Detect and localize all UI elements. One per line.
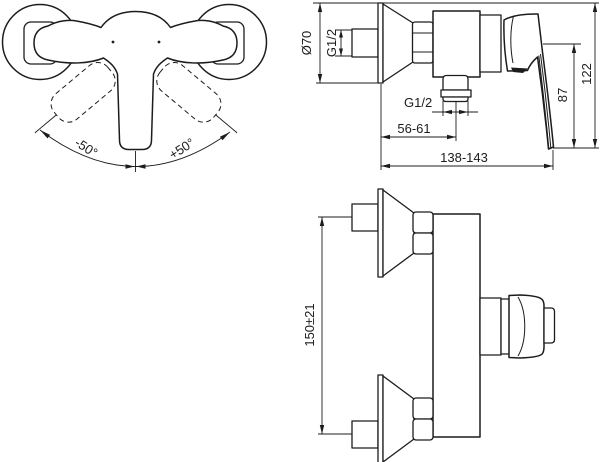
handle-underside-shadow	[511, 67, 528, 73]
mixer-body-top	[432, 213, 481, 438]
handle-nub-top	[543, 307, 556, 344]
right-screw-dot	[157, 40, 161, 44]
wall-to-outlet-label: 56-61	[397, 121, 430, 136]
top-view: 150±21	[302, 188, 556, 462]
escutcheon-cone-side	[382, 3, 414, 83]
mixer-body-front	[33, 10, 238, 151]
top-view-extension-lines	[318, 216, 352, 435]
handle-side	[503, 13, 555, 150]
outlet-thread-label: G1/2	[404, 95, 432, 110]
inlet-nut-side	[411, 21, 434, 64]
lower-inlet-assembly	[351, 374, 434, 462]
lower-union-block	[351, 420, 379, 449]
center-reference	[125, 151, 146, 172]
inlet-spacing-label: 150±21	[302, 303, 317, 346]
top-view-dimensions	[319, 217, 325, 434]
inlet-union-block	[351, 28, 379, 58]
inlet-thread-label: G1/2	[324, 29, 339, 57]
wall-to-handle-label: 138-143	[440, 150, 488, 165]
escutcheon-plate-side	[377, 2, 384, 84]
shower-outlet	[440, 74, 472, 103]
front-view: -50° +50°	[1, 3, 268, 172]
mixer-body-side	[432, 10, 481, 78]
handle-drop-label: 87	[555, 88, 570, 102]
upper-union-block	[351, 203, 379, 232]
upper-inlet-assembly	[351, 188, 434, 278]
rotation-arc	[39, 129, 231, 167]
side-view-extension-lines	[313, 2, 599, 170]
handle-position-left-dashed	[34, 62, 116, 134]
handle-position-right-dashed	[156, 62, 238, 134]
side-view-dimensions	[317, 3, 598, 169]
total-depth-label: 122	[579, 63, 594, 85]
side-view: Ø70 G1/2 G1/2 56-61 138-143 87 122	[299, 2, 599, 170]
left-screw-dot	[111, 40, 115, 44]
escutcheon-diameter-label: Ø70	[299, 31, 314, 56]
cartridge-ring-side	[479, 14, 502, 73]
handle-top	[479, 294, 556, 359]
